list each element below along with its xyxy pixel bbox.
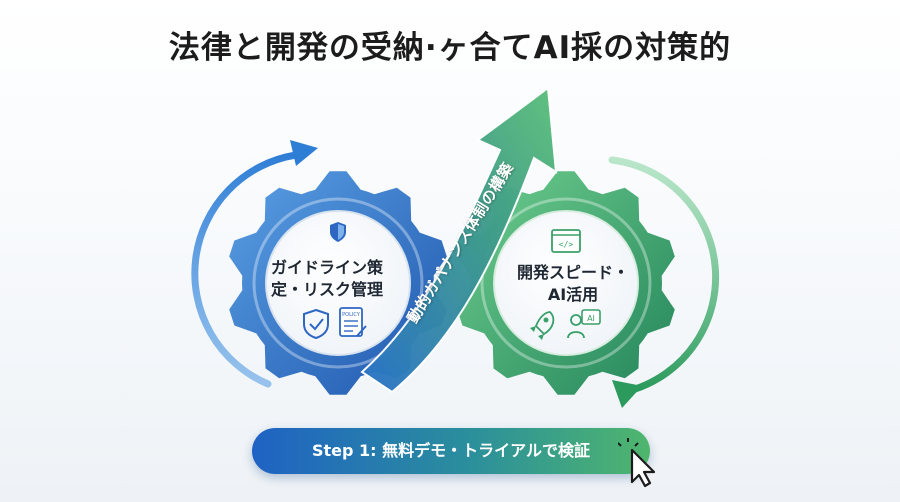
left-gear-label-line1: ガイドライン策 bbox=[270, 258, 383, 277]
shield-check-icon bbox=[303, 308, 329, 340]
page-title: 法律と開発の受納·ヶ合てAI採の対策的 bbox=[168, 30, 732, 66]
rocket-icon bbox=[530, 311, 555, 340]
policy-document-icon: POLICY bbox=[339, 307, 367, 337]
right-gear-label-line2: AI活用 bbox=[547, 285, 599, 304]
right-cycle-arc bbox=[608, 156, 720, 394]
shield-icon bbox=[330, 222, 346, 242]
cursor-icon bbox=[618, 438, 656, 488]
left-gear-label-line2: 定・リスク管理 bbox=[270, 280, 383, 299]
cta-button[interactable]: Step 1: 無料デモ・トライアルで検証 bbox=[252, 428, 650, 474]
rightGear-ring bbox=[480, 197, 652, 369]
code-window-text: </> bbox=[559, 240, 574, 249]
ai-badge-text: AI bbox=[587, 314, 595, 323]
left-cycle-arc bbox=[191, 151, 300, 388]
right-gear-label-line1: 開発スピード・ bbox=[516, 263, 629, 282]
left-cycle-arrowhead bbox=[290, 140, 318, 166]
right-gear-inner bbox=[493, 210, 639, 356]
right-cycle-arrowhead bbox=[612, 380, 642, 408]
code-window-icon: </> bbox=[551, 229, 581, 253]
right-gear-label: 開発スピード・ AI活用 bbox=[503, 262, 643, 306]
center-rising-arrow bbox=[360, 86, 558, 394]
leftGear-ring bbox=[252, 197, 424, 369]
person-ai-icon: AI bbox=[567, 309, 601, 339]
left-gear-label: ガイドライン策 定・リスク管理 bbox=[257, 257, 397, 301]
left-gear-inner bbox=[265, 210, 411, 356]
policy-badge-text: POLICY bbox=[342, 312, 361, 318]
